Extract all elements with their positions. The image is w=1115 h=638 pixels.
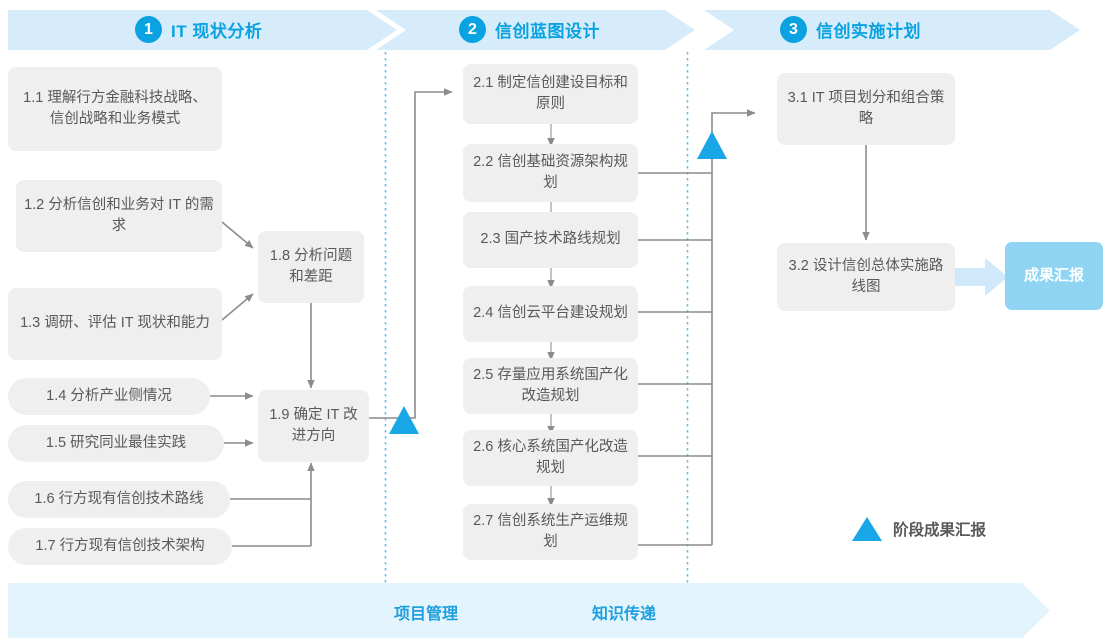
process-box-3-1-label: 3.1 IT 项目划分和组合策略 — [787, 89, 945, 127]
process-box-1-6[interactable]: 1.6 行方现有信创技术路线 — [8, 481, 230, 518]
phase-number-1: 1 — [135, 16, 162, 43]
footer-label-knowledge-transfer[interactable]: 知识传递 — [592, 606, 657, 623]
process-box-1-8[interactable]: 1.8 分析问题和差距 — [258, 231, 364, 303]
phase-header-2[interactable]: 2 信创蓝图设计 — [459, 16, 600, 43]
process-box-1-5-label: 1.5 研究同业最佳实践 — [45, 434, 187, 451]
connector-phase2-bus — [638, 109, 756, 546]
process-box-1-1-label: 1.1 理解行方金融科技战略、信创战略和业务模式 — [23, 89, 207, 127]
legend-milestone-label: 阶段成果汇报 — [893, 522, 987, 539]
process-box-2-2[interactable]: 2.2 信创基础资源架构规划 — [463, 144, 638, 202]
milestone-phase1 — [389, 406, 419, 434]
process-box-2-2-label: 2.2 信创基础资源架构规划 — [473, 153, 628, 191]
process-box-2-3-label: 2.3 国产技术路线规划 — [480, 231, 621, 248]
process-box-1-5[interactable]: 1.5 研究同业最佳实践 — [8, 425, 224, 462]
footer-label-project-management[interactable]: 项目管理 — [394, 606, 459, 623]
process-box-1-6-label: 1.6 行方现有信创技术路线 — [34, 490, 204, 507]
process-box-3-2[interactable]: 3.2 设计信创总体实施路线图 — [777, 243, 955, 311]
result-report-box[interactable]: 成果汇报 — [1005, 242, 1103, 310]
process-box-1-7[interactable]: 1.7 行方现有信创技术架构 — [8, 528, 232, 565]
process-box-2-3[interactable]: 2.3 国产技术路线规划 — [463, 212, 638, 268]
process-box-3-1[interactable]: 3.1 IT 项目划分和组合策略 — [777, 73, 955, 145]
phase-number-2: 2 — [459, 16, 486, 43]
process-box-1-9-label: 1.9 确定 IT 改进方向 — [269, 406, 358, 444]
phase-header-3[interactable]: 3 信创实施计划 — [780, 16, 921, 43]
milestone-triangle-icon — [852, 517, 882, 541]
process-box-2-5-label: 2.5 存量应用系统国产化改造规划 — [473, 366, 628, 404]
process-box-1-8-label: 1.8 分析问题和差距 — [269, 247, 353, 285]
process-box-2-5[interactable]: 2.5 存量应用系统国产化改造规划 — [463, 358, 638, 414]
connector-result-arrow — [954, 258, 1008, 296]
phase-number-3: 3 — [780, 16, 807, 43]
process-box-2-4[interactable]: 2.4 信创云平台建设规划 — [463, 286, 638, 342]
phase-header-1[interactable]: 1 IT 现状分析 — [135, 16, 262, 43]
process-box-2-1-label: 2.1 制定信创建设目标和原则 — [473, 74, 628, 112]
phase-title-1: IT 现状分析 — [171, 22, 263, 41]
phase-title-2: 信创蓝图设计 — [495, 22, 600, 41]
milestone-phase2 — [697, 131, 727, 159]
process-box-3-2-label: 3.2 设计信创总体实施路线图 — [788, 257, 944, 295]
process-box-2-6-label: 2.6 核心系统国产化改造规划 — [473, 438, 628, 476]
process-box-1-7-label: 1.7 行方现有信创技术架构 — [35, 537, 205, 554]
process-box-1-1[interactable]: 1.1 理解行方金融科技战略、信创战略和业务模式 — [8, 67, 222, 151]
process-box-2-1[interactable]: 2.1 制定信创建设目标和原则 — [463, 64, 638, 124]
process-box-2-7[interactable]: 2.7 信创系统生产运维规划 — [463, 504, 638, 560]
process-box-1-9[interactable]: 1.9 确定 IT 改进方向 — [258, 390, 369, 462]
process-box-2-6[interactable]: 2.6 核心系统国产化改造规划 — [463, 430, 638, 486]
process-box-1-2-label: 1.2 分析信创和业务对 IT 的需求 — [24, 196, 214, 234]
footer-band — [8, 583, 1050, 638]
process-box-1-3[interactable]: 1.3 调研、评估 IT 现状和能力 — [8, 288, 222, 360]
process-box-1-3-label: 1.3 调研、评估 IT 现状和能力 — [20, 315, 210, 332]
connector-phase1-to-phase2 — [369, 88, 453, 419]
result-report-label: 成果汇报 — [1023, 266, 1084, 284]
phase-title-3: 信创实施计划 — [816, 22, 921, 41]
process-box-1-4[interactable]: 1.4 分析产业侧情况 — [8, 378, 210, 415]
legend-milestone: 阶段成果汇报 — [852, 517, 986, 541]
process-box-2-7-label: 2.7 信创系统生产运维规划 — [473, 512, 628, 550]
process-box-1-4-label: 1.4 分析产业侧情况 — [46, 387, 172, 404]
process-box-1-2[interactable]: 1.2 分析信创和业务对 IT 的需求 — [16, 180, 222, 252]
process-box-2-4-label: 2.4 信创云平台建设规划 — [473, 305, 628, 322]
